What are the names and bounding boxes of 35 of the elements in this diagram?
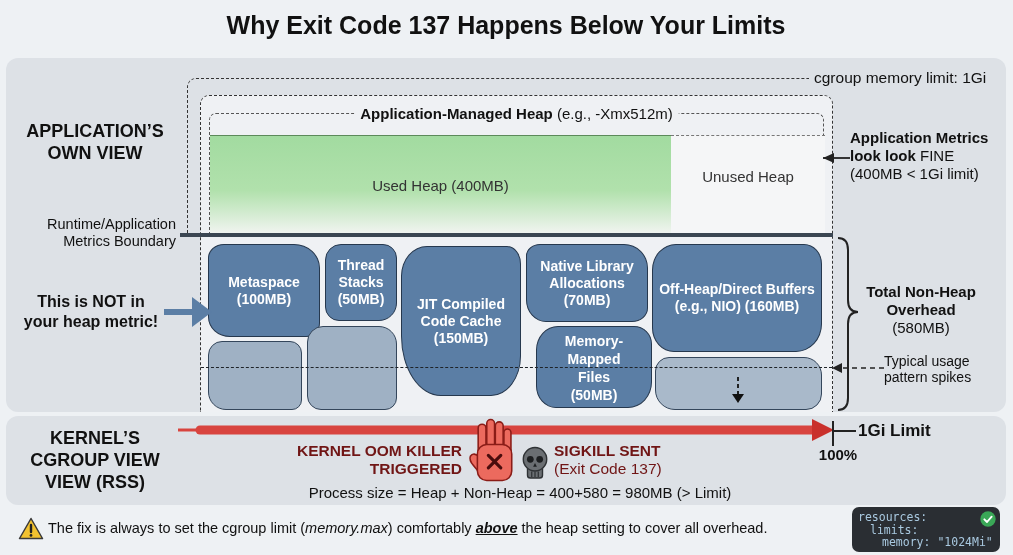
panel-heading: APPLICATION’S OWN VIEW (25, 120, 165, 164)
block-arrow (164, 297, 212, 327)
size-formula: Process size = Heap + Non-Heap = 400+580 = 980MB (> Limit) (308, 483, 732, 502)
memory-segment (655, 357, 822, 410)
overhead-total: Total Non-Heap Overhead (580MB) (865, 283, 977, 337)
limit-caption: 1Gi Limit (858, 420, 931, 441)
callout-text: This is NOT in your heap metric! (18, 292, 164, 332)
memory-segment: Off-Heap/Direct Buffers (e.g., NIO) (160MB) (652, 244, 822, 352)
panel-heading: KERNEL’S CGROUP VIEW VIEW (RSS) (29, 427, 161, 493)
callout-text: Typical usage pattern spikes (884, 353, 1004, 385)
unused-heap-area: Unused Heap (671, 135, 825, 235)
oom-status: KERNEL OOM KILLER TRIGGERED (295, 442, 462, 478)
sigkill-status: SIGKILL SENT (Exit Code 137) (554, 442, 663, 478)
memory-segment: Memory-Mapped Files (50MB) (536, 326, 652, 408)
view-panel (6, 416, 1006, 505)
memory-segment: Native Library Allocations (70MB) (526, 244, 648, 322)
memory-segment (208, 341, 302, 410)
fix-note: The fix is always to set the cgroup limit (memory.max) comfortably above the heap setting to cover all overhead. (48, 519, 768, 538)
memory-segment: JIT Compiled Code Cache (150MB) (401, 246, 521, 396)
boundary-caption: Runtime/Application Metrics Boundary (46, 216, 176, 250)
dashed-arrow (831, 363, 885, 373)
code-line: resources: (858, 511, 928, 524)
usage-arrow (178, 419, 834, 441)
usage-level-line (201, 367, 832, 369)
code-panel (852, 507, 1000, 552)
memory-segment (307, 326, 397, 410)
memory-segment: Metaspace (100MB) (208, 244, 320, 337)
status-note: Application Metrics look look FINE (400MB < 1Gi limit) (850, 129, 1000, 185)
percent-caption: 100% (818, 446, 858, 464)
code-line: limits: (870, 523, 919, 536)
memory-segment: Thread Stacks (50MB) (325, 244, 397, 321)
used-heap-area: Used Heap (400MB) (210, 135, 671, 235)
code-line: memory: "1024Mi" (882, 536, 993, 549)
arrow (822, 153, 851, 163)
diagram-title: Why Exit Code 137 Happens Below Your Limits (226, 10, 786, 41)
